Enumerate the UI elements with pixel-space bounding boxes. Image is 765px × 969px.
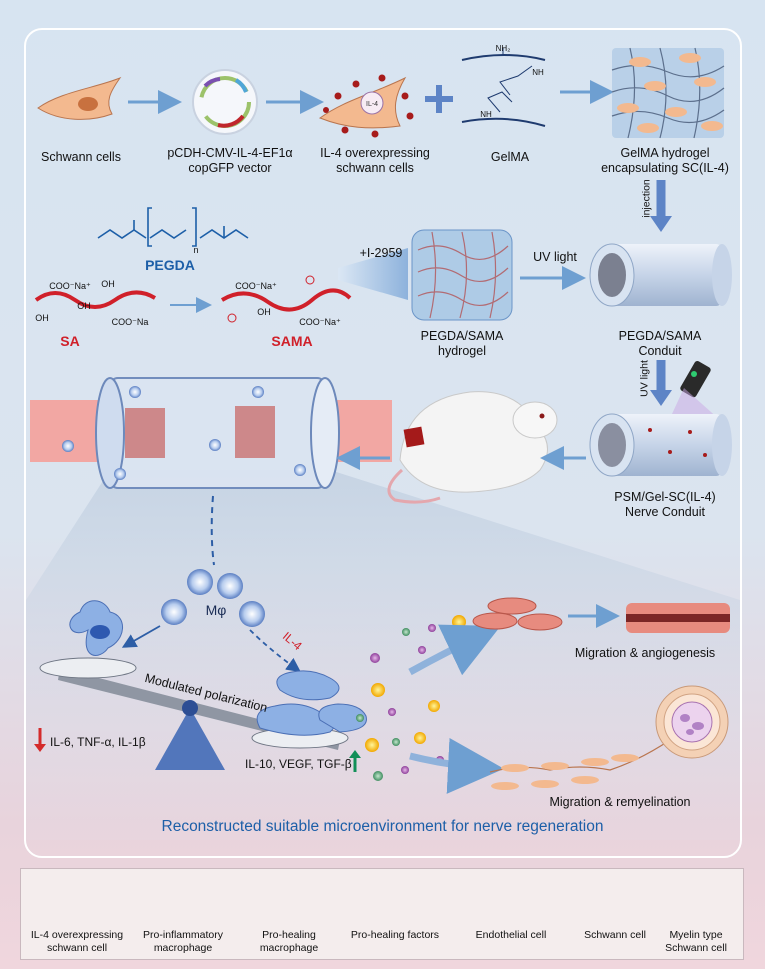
big-arrow	[338, 248, 408, 300]
arrow-m1	[121, 625, 161, 648]
label-il4-cells-line2: schwann cells	[336, 161, 414, 175]
balance-scale	[39, 600, 367, 770]
label-vector-line2: copGFP vector	[188, 161, 272, 175]
label-nh-b: NH	[480, 110, 492, 119]
legend-text: Schwann cell	[584, 929, 646, 941]
label-sama-coo-2: COO⁻Na⁺	[299, 317, 341, 327]
label-sama: SAMA	[271, 333, 313, 349]
label-sama-coo-1: COO⁻Na⁺	[235, 281, 277, 291]
label-gelma: GelMA	[490, 150, 530, 164]
blood-vessel	[626, 603, 730, 633]
pegda-structure	[97, 207, 249, 247]
label-uv-light-2: UV light	[638, 360, 651, 397]
label-migration-remyel: Migration & remyelination	[549, 795, 691, 809]
label-sa-oh-1: OH	[101, 279, 115, 289]
label-down-cytokines: IL-6, TNF-α, IL-1β	[50, 735, 146, 749]
label-pegda-n: n	[193, 245, 199, 255]
label-sama-oh-1: OH	[257, 307, 271, 317]
bottom-title: Reconstructed suitable microenvironment …	[161, 818, 604, 835]
legend-text: IL-4 overexpressing	[30, 929, 124, 941]
label-pegda-sama-conduit-line1: PEGDA/SAMA	[618, 329, 702, 343]
plus-sign	[425, 85, 453, 113]
legend-item-schwann: Schwann cell	[565, 929, 665, 942]
arrow-factors-up	[408, 624, 501, 676]
legend-text: macrophage	[259, 942, 319, 954]
rat-graphic	[387, 391, 558, 504]
legend-box: IL-4 overexpressing schwann cell Pro-inf…	[20, 868, 744, 960]
legend-text: macrophage	[153, 942, 213, 954]
dashed-link	[210, 495, 215, 566]
label-gelma-hydrogel-line2: encapsulating SC(IL-4)	[601, 161, 729, 175]
arrow-factors-down	[409, 737, 504, 794]
arrow-m2	[249, 629, 301, 673]
nerve-conduit-graphic	[30, 377, 392, 489]
pro-healing-factors	[356, 615, 466, 781]
label-il4-cells-line1: IL-4 overexpressing	[320, 146, 430, 160]
label-migration-angio: Migration & angiogenesis	[574, 646, 716, 660]
label-uv-light-1: UV light	[533, 250, 577, 264]
gelma-hydrogel-graphic	[611, 47, 725, 139]
label-nh2: NH₂	[495, 44, 511, 53]
label-vector-line1: pCDH-CMV-IL-4-EF1α	[167, 146, 293, 160]
legend-item-myelin: Myelin type Schwann cell	[651, 929, 741, 955]
pegda-sama-hydrogel-graphic	[411, 229, 513, 321]
macrophage-cluster	[161, 569, 265, 627]
label-psm-line2: Nerve Conduit	[625, 505, 705, 519]
label-macrophage: Mφ	[205, 602, 227, 618]
il4-inset-label: IL-4	[366, 101, 378, 108]
legend-item-pro-healing-macrophage: Pro-healing macrophage	[239, 929, 339, 955]
label-sa-oh-3: OH	[77, 301, 91, 311]
label-gelma-hydrogel-line1: GelMA hydrogel	[620, 146, 710, 160]
schwann-chain	[489, 739, 671, 790]
plasmid-vector-graphic	[192, 69, 258, 135]
legend-text: Schwann cell	[665, 942, 727, 954]
label-up-cytokines: IL-10, VEGF, TGF-β	[245, 757, 352, 771]
legend-text: schwann cell	[46, 942, 108, 954]
legend-text: Pro-healing	[262, 929, 316, 941]
legend-item-pro-healing-factors: Pro-healing factors	[345, 929, 445, 942]
sa-chain	[34, 290, 157, 309]
pegda-sama-conduit-graphic	[589, 243, 732, 307]
il4-overexpressing-cell-graphic	[318, 74, 414, 138]
label-sa-coo-1: COO⁻Na⁺	[49, 281, 91, 291]
psm-conduit-graphic	[589, 413, 732, 477]
label-sa-oh-2: OH	[35, 313, 49, 323]
label-pegda-sama-hydrogel-line1: PEGDA/SAMA	[420, 329, 504, 343]
legend-item-endothelial: Endothelial cell	[461, 929, 561, 942]
myelin-cross-section	[655, 685, 729, 759]
main-frame	[24, 28, 742, 858]
label-nh-a: NH	[532, 68, 544, 77]
label-psm-line1: PSM/Gel-SC(IL-4)	[614, 490, 716, 504]
sama-chain	[220, 275, 352, 323]
label-pegda: PEGDA	[145, 257, 195, 273]
label-pegda-sama-conduit-line2: Conduit	[638, 344, 682, 358]
schwann-cell-graphic	[37, 76, 122, 120]
gelma-structure	[461, 48, 546, 127]
legend-item-pro-inflammatory: Pro-inflammatory macrophage	[133, 929, 233, 955]
legend-text: Pro-healing factors	[350, 929, 440, 941]
endothelial-group-1	[472, 597, 563, 631]
legend-text: Pro-inflammatory	[143, 929, 223, 941]
legend-text: Myelin type	[669, 929, 723, 941]
label-schwann-cells: Schwann cells	[41, 150, 121, 164]
label-injection: injection	[640, 179, 653, 218]
label-i2959: +I-2959	[359, 246, 403, 260]
label-sa: SA	[60, 333, 80, 349]
legend-item-il4-cell: IL-4 overexpressing schwann cell	[27, 929, 127, 955]
legend-text: Endothelial cell	[475, 929, 547, 941]
label-pegda-sama-hydrogel-line2: hydrogel	[438, 344, 486, 358]
label-sa-coo-2: COO⁻Na	[111, 317, 149, 327]
